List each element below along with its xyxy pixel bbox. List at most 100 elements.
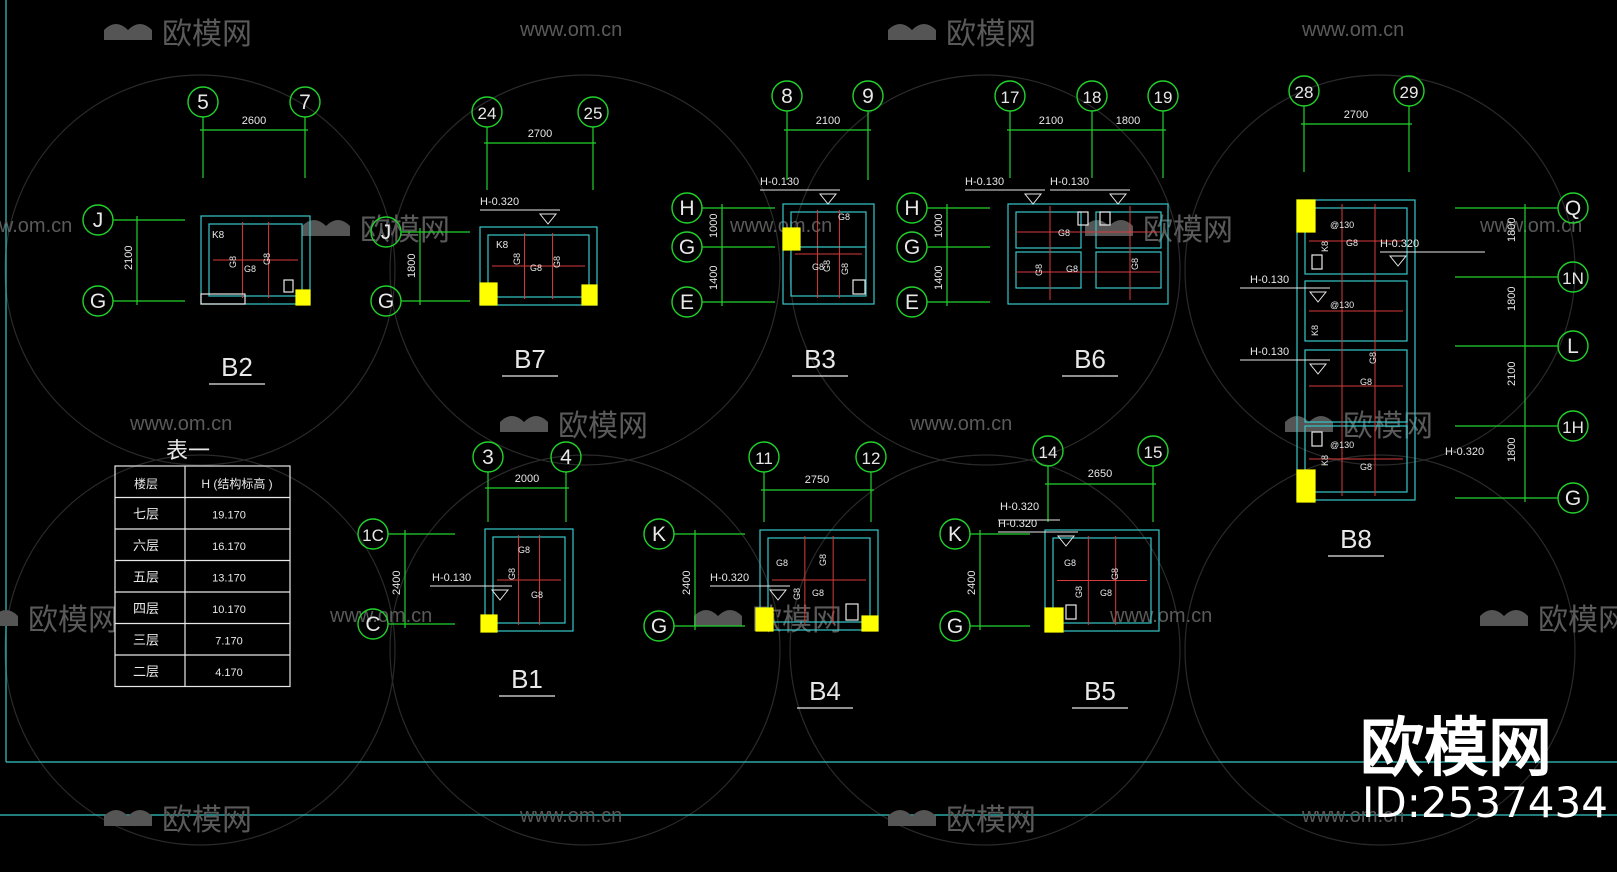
floor-name-cell: 三层	[133, 633, 159, 648]
elevation-triangle	[1388, 255, 1408, 267]
opening	[845, 603, 859, 621]
detail-label: B3	[804, 344, 836, 374]
slab-inner-outline	[1015, 211, 1082, 249]
axis-label: J	[93, 209, 104, 232]
watermark-url-text: www.om.cn	[909, 413, 1012, 435]
axis-label: 19	[1154, 88, 1173, 107]
elevation-text: H-0.130	[1250, 274, 1289, 286]
slab-panel	[1044, 529, 1160, 632]
elevation-mark: H-0.130	[1050, 176, 1130, 205]
dimension-text: 1000	[708, 214, 720, 238]
elevation-text: H-0.320	[998, 518, 1037, 530]
detail-label: B1	[511, 664, 543, 694]
rebar-note: G8	[1360, 377, 1372, 387]
axis-label: 29	[1400, 83, 1419, 102]
dimension-text: 2700	[1344, 109, 1368, 121]
opening	[852, 279, 866, 295]
slab-inner-outline	[790, 211, 867, 297]
slab-outline	[484, 528, 574, 632]
dimension-text: 2600	[242, 115, 266, 127]
axis-label: 3	[482, 446, 494, 469]
axis-label: 18	[1083, 88, 1102, 107]
axis-label: 11	[755, 449, 773, 468]
rebar-note: G8	[812, 262, 824, 272]
detail-label: B8	[1340, 524, 1372, 554]
slab-outline	[1296, 199, 1416, 501]
elevation-triangle	[1308, 363, 1328, 375]
axis-label: L	[1567, 335, 1579, 358]
axis-label: 5	[197, 91, 209, 114]
floor-name-cell: 五层	[133, 570, 159, 585]
floor-name-cell: 六层	[133, 538, 159, 553]
slab-inner-outline	[1304, 425, 1408, 493]
rebar-note: G8	[552, 256, 562, 268]
rebar-note: G8	[244, 264, 256, 274]
drawing-frame	[0, 0, 1617, 816]
rebar-note: K8	[1320, 455, 1330, 466]
dimension-text: 2100	[816, 115, 840, 127]
elevation-text: H-0.320	[1000, 501, 1039, 513]
rebar-note: G8	[1346, 238, 1358, 248]
slab-inner-outline	[1015, 251, 1082, 289]
rebar-note: G8	[776, 558, 788, 568]
elevation-cell: 13.170	[212, 573, 246, 585]
rebar-note: G8	[1110, 568, 1120, 580]
dimension-text: 2400	[391, 571, 403, 595]
elevation-text: H-0.130	[1050, 176, 1089, 188]
axis-label: 14	[1039, 443, 1058, 462]
watermark-url-text: www.om.cn	[729, 215, 832, 237]
column-marker	[1296, 199, 1316, 233]
elevation-text: H-0.130	[432, 572, 471, 584]
brand-watermark-small: 欧模网	[1480, 604, 1617, 637]
brand-watermark: 欧模网	[1360, 712, 1552, 786]
rebar-note: K8	[1320, 241, 1330, 252]
rebar-note: G8	[840, 263, 850, 275]
slab-panel	[484, 528, 574, 632]
axis-label: E	[680, 291, 694, 314]
elevation-triangle	[768, 589, 788, 601]
watermark-brand-text: 欧模网	[558, 410, 648, 443]
brand-watermark-small: 欧模网	[104, 18, 252, 51]
rebar-note: G8	[530, 263, 542, 273]
elevation-text: H-0.130	[965, 176, 1004, 188]
elevation-triangle	[538, 213, 558, 225]
dimension-text: 2100	[1039, 115, 1063, 127]
dimension-text: 1800	[1116, 115, 1140, 127]
opening	[1099, 211, 1111, 226]
rebar-note: G8	[838, 212, 850, 222]
axis-label: 12	[862, 449, 881, 468]
rebar-note: G8	[792, 588, 802, 600]
watermark-url-text: www.om.cn	[1301, 19, 1404, 41]
watermark-brand-text: 欧模网	[360, 214, 450, 247]
elevation-triangle	[818, 193, 838, 205]
slab-inner-outline	[208, 223, 303, 297]
slab-outline	[479, 226, 598, 306]
axis-label: G	[947, 615, 963, 638]
watermark-url-text: www.om.cn	[519, 19, 622, 41]
column-marker	[295, 289, 311, 306]
axis-label: K	[948, 523, 962, 546]
dimension-text: 2700	[528, 128, 552, 140]
sofa-icon	[0, 610, 18, 626]
rebar-note: G8	[518, 545, 530, 555]
watermark-url-text: www.om.cn	[129, 413, 232, 435]
dimension-text: 2100	[1506, 362, 1518, 386]
elevation-triangle	[1023, 193, 1043, 205]
detail-label: B4	[809, 676, 841, 706]
rebar-note: G8	[507, 568, 517, 580]
watermark-url-text: www.om.cn	[1109, 605, 1212, 627]
watermark-url-text: www.om.cn	[329, 605, 432, 627]
slab-inner-outline	[767, 537, 871, 623]
slab-panel	[479, 226, 598, 306]
axis-label: 28	[1295, 83, 1314, 102]
